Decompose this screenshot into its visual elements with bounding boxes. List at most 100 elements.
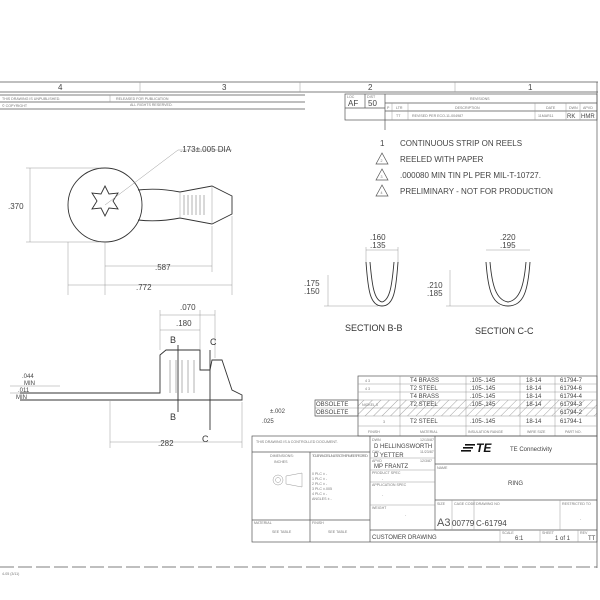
- form-code: 4-05 (3/11): [2, 572, 19, 576]
- rev-col-header: DATE: [546, 106, 556, 110]
- dim-bb-height-min: .150: [304, 287, 320, 296]
- dim-length-b: .772: [136, 283, 152, 292]
- rev-value: TT: [588, 536, 596, 542]
- tolerance-line: 4 PLC ± -: [312, 492, 328, 496]
- dim-side-011: .011: [18, 388, 30, 394]
- rev-label: REV: [580, 531, 588, 535]
- note-number: 3: [381, 175, 383, 179]
- note-flag-icon: [375, 152, 389, 165]
- obsolete-label: OBSOLETE: [316, 410, 348, 416]
- finish-value: SEE TABLE: [328, 530, 348, 534]
- note-text: REELED WITH PAPER: [400, 155, 484, 164]
- tolerance-line: 2 PLC ± -: [312, 482, 328, 486]
- material-cell: T2 STEEL: [410, 419, 438, 425]
- cage-value: 00779: [452, 519, 475, 528]
- rev-date: 11MAR11: [538, 114, 553, 118]
- table-header: PART NO.: [565, 430, 582, 434]
- application-spec-label: APPLICATION SPEC: [372, 483, 407, 487]
- scale-value: 6:1: [515, 536, 524, 542]
- revision-row: TT REVISED PER ECO-11-004987 11MAR11 RK …: [396, 114, 595, 120]
- drawn-date: 12/15/87: [420, 438, 434, 442]
- parts-table: OBSOLETE OBSOLETE 4 3 4 3 NICKEL 3 3 T4 …: [314, 375, 598, 437]
- table-header: FINISH: [368, 430, 380, 434]
- zone-label: 1: [528, 83, 533, 92]
- wire-cell: 18-14: [526, 386, 542, 392]
- section-b-b: .160 .135 .175 .150 SECTION B-B: [304, 233, 403, 333]
- dim-side-282: .282: [158, 439, 174, 448]
- finish-flags: 4 3: [365, 387, 370, 391]
- dim-cc-height-max: .210: [427, 281, 443, 290]
- weight-label: WEIGHT: [372, 506, 387, 510]
- part-cell: 61794-3: [560, 402, 583, 408]
- side-view: .070 .180 B B C C .044 MIN .011 MIN ±.00…: [10, 303, 286, 448]
- dim-min-label: MIN: [16, 395, 27, 401]
- table-row: T4 BRASS .105-.145 18-14 61794-7: [410, 378, 583, 384]
- dim-side-180: .180: [176, 319, 192, 328]
- dist-label: DIST: [367, 95, 376, 99]
- finish-flags: 3: [383, 420, 385, 424]
- part-cell: 61794-2: [560, 410, 583, 416]
- company-name: TE Connectivity: [510, 447, 552, 453]
- drawing-number: C-61794: [476, 519, 507, 528]
- rev-col-header: APVD: [583, 106, 593, 110]
- rev-approved-by: HMR: [581, 114, 595, 120]
- title-block: THIS DRAWING IS A CONTROLLED DOCUMENT. D…: [251, 435, 598, 543]
- sheet-value: 1 of 1: [555, 536, 571, 542]
- rev-col-header: P: [387, 106, 390, 110]
- part-cell: 61794-6: [560, 386, 583, 392]
- controlled-text: THIS DRAWING IS A CONTROLLED DOCUMENT.: [256, 440, 338, 444]
- rev-col-header: DESCRIPTION: [455, 106, 480, 110]
- part-cell: 61794-4: [560, 394, 583, 400]
- unpublished-text: THIS DRAWING IS UNPUBLISHED.: [2, 97, 60, 101]
- wire-cell: 18-14: [526, 419, 542, 425]
- loc-label: LOC: [347, 95, 355, 99]
- dimensions-unit: INCHES: [274, 460, 288, 464]
- size-label: SIZE: [437, 502, 446, 506]
- zone-label: 3: [222, 83, 227, 92]
- sheet-label: SHEET: [542, 531, 555, 535]
- note-flag-icon: [375, 168, 389, 181]
- section-marker-b: B: [170, 412, 176, 422]
- material-cell: T2 STEEL: [410, 402, 438, 408]
- material-value: SEE TABLE: [272, 530, 292, 534]
- finish-flags: 4 3: [365, 379, 370, 383]
- note-flag-icon: [375, 184, 389, 197]
- checked-date: 11/23/87: [420, 450, 434, 454]
- released-text: RELEASED FOR PUBLICATION: [116, 97, 169, 101]
- top-view: .173±.005 DIA .370 .587 .772: [8, 145, 233, 295]
- insulation-cell: .105-.145: [470, 402, 496, 408]
- section-marker-c: C: [202, 434, 209, 444]
- note-text: PRELIMINARY - NOT FOR PRODUCTION: [400, 187, 553, 196]
- name-label: NAME: [437, 466, 448, 470]
- dim-side-044: .044: [22, 374, 34, 380]
- obsolete-label: OBSOLETE: [316, 402, 348, 408]
- dim-length-a: .587: [155, 263, 171, 272]
- note-text: .000080 MIN TIN PL PER MIL-T-10727.: [400, 171, 541, 180]
- wire-cell: 18-14: [526, 378, 542, 384]
- drawing-frame: 4 3 2 1 4-05 (3/11): [0, 81, 598, 576]
- loc-value: AF: [348, 99, 358, 108]
- finish-flags: NICKEL 3: [362, 403, 378, 407]
- dist-value: 50: [368, 99, 377, 108]
- cage-label: CAGE CODE: [454, 502, 476, 506]
- dim-bb-width-min: .135: [370, 241, 386, 250]
- application-spec: -: [382, 493, 384, 497]
- restricted-value: -: [580, 517, 582, 521]
- insulation-cell: .105-.145: [470, 378, 496, 384]
- revisions-title: REVISIONS: [470, 97, 490, 101]
- approved-by: MP FRANTZ: [374, 464, 409, 470]
- table-row: T2 STEEL .105-.145 18-14 61794-6: [410, 386, 583, 392]
- zone-label: 4: [58, 83, 63, 92]
- logo-text: TE: [476, 441, 492, 455]
- dim-side-070: .070: [180, 303, 196, 312]
- rev-drawn-by: RK: [567, 114, 575, 120]
- table-row: 61794-2: [560, 410, 583, 416]
- table-row: T4 BRASS .105-.145 18-14 61794-4: [410, 394, 583, 400]
- weight-value: -: [405, 513, 407, 517]
- part-name: RING: [508, 481, 523, 487]
- section-marker-c: C: [210, 337, 217, 347]
- tolerance-line: 3 PLC ±.005: [312, 487, 332, 491]
- drawn-by: D HELLINGSWORTH: [374, 444, 432, 450]
- zone-label: 2: [368, 83, 373, 92]
